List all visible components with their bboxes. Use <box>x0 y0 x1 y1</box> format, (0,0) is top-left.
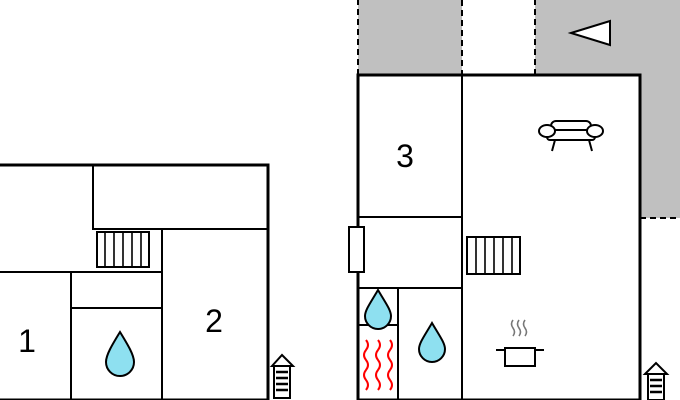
terrace-areas <box>357 0 680 219</box>
terrace-right <box>535 0 680 218</box>
terrace-left <box>358 0 462 75</box>
sauna-heat-icon <box>363 339 393 391</box>
fireplace-icon <box>348 226 365 273</box>
terrace-right-outline <box>534 0 680 219</box>
entrance-icon <box>642 361 670 400</box>
water-drop-icon <box>363 288 393 330</box>
room-label-3: 1 <box>18 323 36 359</box>
stairs-icon <box>96 231 150 268</box>
sofa-icon <box>538 120 604 152</box>
cooking-pot-icon <box>496 319 544 367</box>
stairs-icon <box>466 236 521 275</box>
floor-right-inner-walls <box>358 75 463 400</box>
room-label-2: 2 <box>205 303 223 339</box>
direction-arrow-icon <box>567 19 611 47</box>
floor-left <box>0 163 270 400</box>
floor-left-inner-walls <box>0 165 268 400</box>
entrance-icon <box>269 353 296 399</box>
water-drop-icon <box>417 321 447 363</box>
room-label-1: 3 <box>396 138 414 174</box>
water-drop-icon <box>104 330 136 377</box>
terrace-left-outline <box>357 0 463 75</box>
floor-left-outer-wall <box>0 163 270 400</box>
